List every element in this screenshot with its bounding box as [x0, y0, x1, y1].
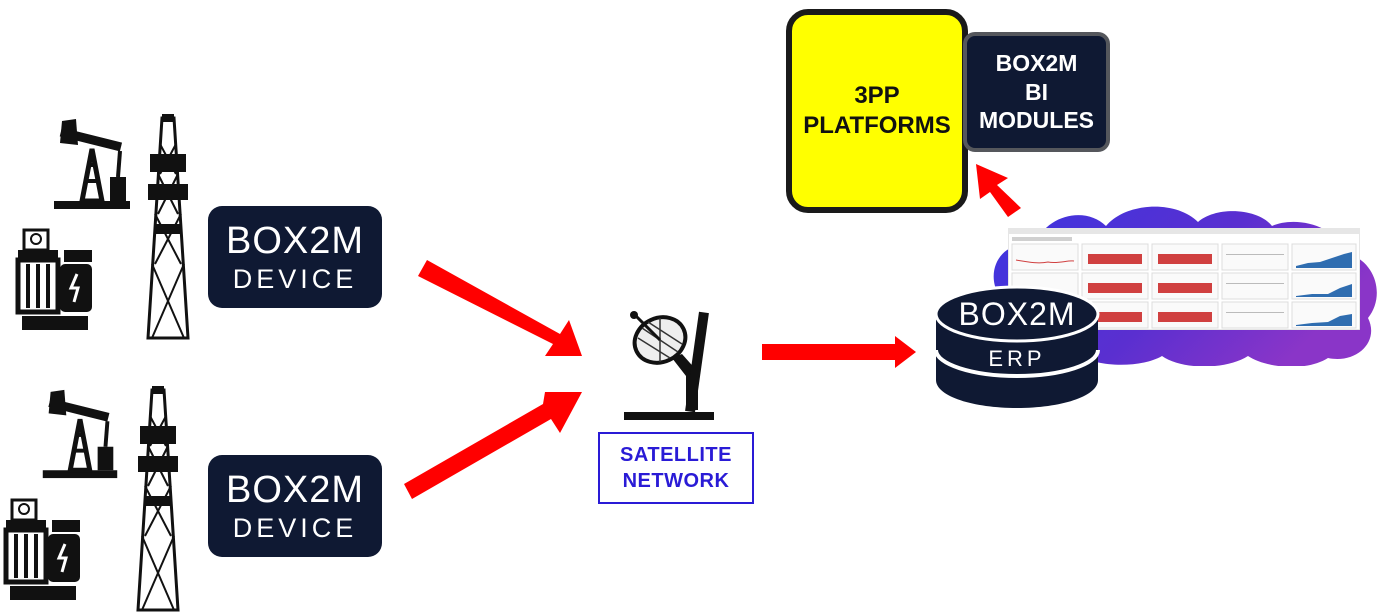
arrow-satellite-to-erp — [762, 336, 916, 368]
device-brand: BOX2M — [225, 469, 365, 511]
satellite-line1: SATELLITE — [620, 444, 732, 466]
arrow-cloud-to-platforms — [976, 164, 1021, 217]
arrow-device2-to-satellite — [404, 392, 582, 499]
pumpjack-icon — [54, 119, 130, 209]
platforms-line2: PLATFORMS — [803, 112, 951, 139]
satellite-network-label: SATELLITE NETWORK — [598, 432, 754, 504]
box2m-device-1: BOX2M DEVICE — [208, 206, 382, 308]
pumpjack-icon — [42, 389, 118, 479]
box2m-bi-modules-box: BOX2M BI MODULES — [963, 32, 1110, 152]
device-label: DEVICE — [232, 513, 358, 543]
bi-line2: BI — [1025, 78, 1048, 105]
3pp-platforms-box: 3PP PLATFORMS — [786, 9, 968, 213]
satellite-dish-icon — [624, 311, 714, 420]
erp-brand: BOX2M — [958, 296, 1076, 332]
device-label: DEVICE — [232, 264, 358, 294]
satellite-line2: NETWORK — [622, 470, 730, 492]
generator-icon — [3, 498, 80, 600]
telecom-tower-icon — [146, 114, 190, 340]
erp-label: ERP — [988, 346, 1046, 371]
bi-line1: BOX2M — [995, 49, 1078, 76]
erp-database-icon — [934, 285, 1100, 408]
platforms-line1: 3PP — [854, 82, 900, 109]
generator-icon — [15, 228, 92, 330]
telecom-tower-icon — [136, 386, 180, 612]
bi-line3: MODULES — [979, 107, 1094, 134]
box2m-device-2: BOX2M DEVICE — [208, 455, 382, 557]
device-brand: BOX2M — [225, 220, 365, 262]
arrow-device1-to-satellite — [418, 260, 582, 356]
